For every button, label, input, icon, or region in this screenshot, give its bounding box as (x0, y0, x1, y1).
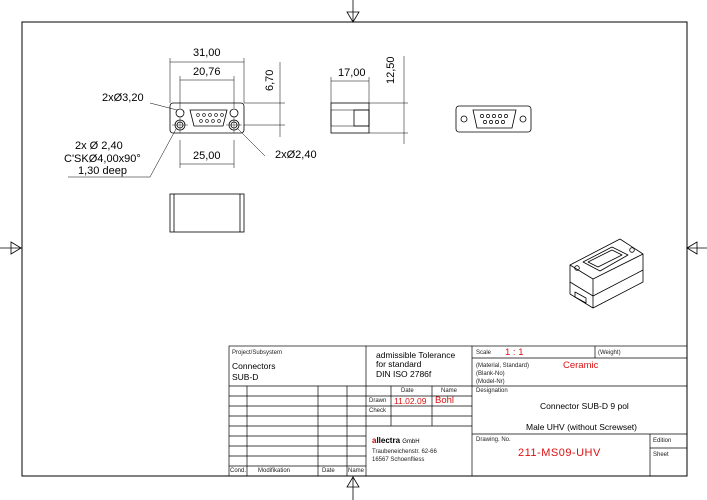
face-view (455, 105, 532, 133)
designation-label: Designation (476, 388, 508, 394)
isometric-view (569, 238, 644, 309)
name-label-bottom: Name (348, 468, 365, 474)
title-block-lines (228, 345, 688, 477)
drawn-name: Bohl (435, 395, 455, 406)
check-label: Check (369, 408, 387, 414)
project-value-2: SUB-D (232, 372, 259, 382)
weight-label: (Weight) (598, 350, 621, 356)
name-header: Name (441, 388, 458, 394)
scale-value: 1 : 1 (505, 347, 524, 358)
material-label: (Material, Standard) (476, 363, 530, 369)
dim-side-width: 17,00 (338, 67, 366, 79)
bottom-view (169, 193, 245, 233)
tolerance-2: for standard (376, 359, 422, 369)
dim-hole-label-right: 2xØ2,40 (275, 149, 317, 161)
dim-side-height: 6,70 (264, 69, 276, 91)
company-street: Traubeneichenstr. 62-66 (372, 449, 437, 455)
model-label: (Model-Nr) (476, 379, 505, 385)
tolerance-3: DIN ISO 2786f (376, 369, 432, 379)
drawn-date: 11.02.09 (394, 396, 427, 406)
company-city: 16567 Schoenfliess (372, 457, 425, 463)
dim-top-inner-width: 20,76 (193, 66, 221, 78)
cond-label: Cond. (230, 468, 247, 474)
tolerance-1: admissible Tolerance (376, 350, 456, 360)
scale-label: Scale (476, 350, 492, 356)
side-view (330, 56, 408, 144)
dim-hole-callout-1: 2x Ø 2,40 (75, 140, 123, 152)
dim-top-width: 31,00 (193, 47, 221, 59)
dim-hole-label-left: 2xØ3,20 (102, 92, 144, 104)
drawn-label: Drawn (369, 398, 387, 404)
dim-side-total-height: 12,50 (385, 56, 397, 84)
project-label: Project/Subsystem (232, 350, 283, 356)
project-value-1: Connectors (232, 361, 276, 371)
dim-bottom-width: 25,00 (193, 150, 221, 162)
modification-label: Modifikation (258, 468, 291, 474)
designation-2: Male UHV (without Screwset) (526, 422, 638, 432)
material-value: Ceramic (563, 360, 599, 371)
company-logo: allectra GmbH (372, 436, 420, 446)
drawing-no-label: Drawing. No. (476, 437, 511, 443)
dim-hole-callout-3: 1,30 deep (78, 165, 127, 177)
drawing-no-value: 211-MS09-UHV (518, 447, 601, 459)
date-header: Date (401, 388, 414, 394)
front-view (68, 58, 285, 178)
designation-1: Connector SUB-D 9 pol (540, 401, 629, 411)
date-label-bottom: Date (322, 468, 335, 474)
edition-label: Edition (653, 438, 672, 444)
dim-hole-callout-2: C'SKØ4,00x90° (64, 153, 141, 165)
blank-label: (Blank-No) (476, 371, 505, 377)
sheet-label: Sheet (653, 452, 669, 458)
